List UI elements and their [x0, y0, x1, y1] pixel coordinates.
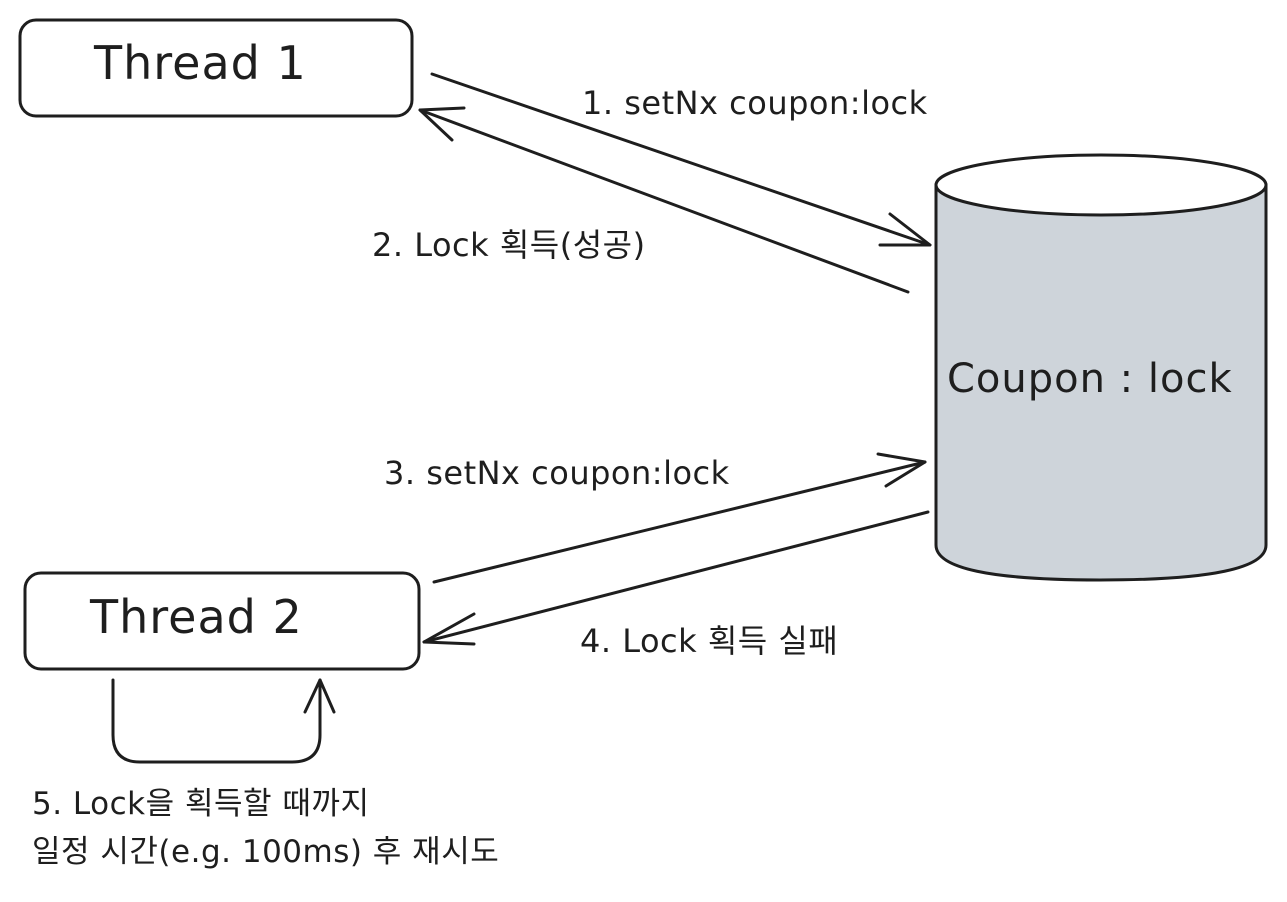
- step-1-label: 1. setNx coupon:lock: [582, 84, 928, 122]
- arrow-retry-loop: [111, 678, 336, 764]
- lock-store-cylinder[interactable]: [934, 153, 1268, 582]
- step-4-label: 4. Lock 획득 실패: [580, 622, 839, 660]
- retry-note: 5. Lock을 획득할 때까지 일정 시간(e.g. 100ms) 후 재시도: [32, 780, 499, 876]
- step-3-label: 3. setNx coupon:lock: [384, 454, 730, 492]
- arrow-setnx-thread2: [432, 452, 927, 584]
- lock-store-label: Coupon : lock: [947, 356, 1233, 402]
- thread-1-box[interactable]: [18, 18, 414, 118]
- arrow-lock-failed: [422, 510, 930, 646]
- arrow-setnx-thread1: [430, 72, 932, 247]
- thread-2-box[interactable]: [23, 571, 421, 671]
- arrow-lock-acquired: [418, 106, 910, 294]
- thread-1-label: Thread 1: [94, 36, 307, 90]
- thread-2-label: Thread 2: [90, 590, 303, 644]
- step-2-label: 2. Lock 획득(성공): [372, 226, 646, 264]
- retry-note-line-1: 5. Lock을 획득할 때까지: [32, 786, 370, 822]
- cylinder-body: [934, 183, 1268, 582]
- cylinder-top: [934, 153, 1268, 217]
- retry-note-line-2: 일정 시간(e.g. 100ms) 후 재시도: [32, 834, 500, 870]
